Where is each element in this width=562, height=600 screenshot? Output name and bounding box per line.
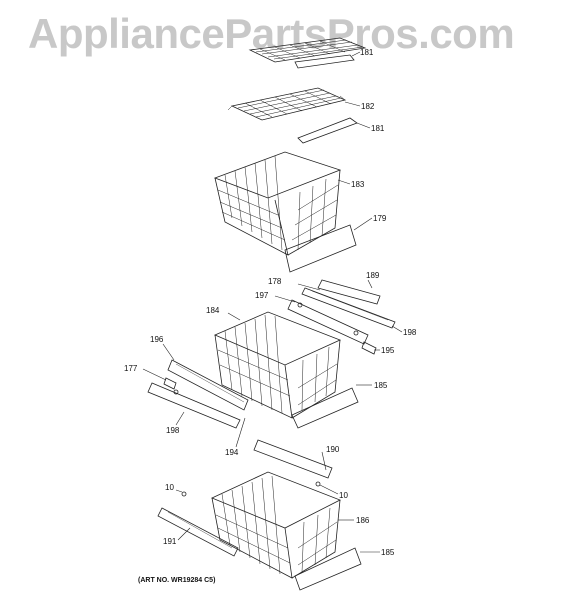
label-185-lower: 185: [381, 548, 395, 557]
slide-rail-191: [157, 507, 239, 557]
wire-basket-184: [213, 311, 342, 419]
upper-shelf-trim: [294, 54, 355, 69]
label-181: 181: [371, 124, 385, 133]
label-182: 182: [361, 102, 375, 111]
label-186: 186: [356, 516, 370, 525]
label-195: 195: [381, 346, 395, 355]
label-198-left: 198: [166, 426, 180, 435]
screw-10-left: [181, 491, 187, 497]
watermark-logo: AppliancePartsPros.com: [28, 10, 515, 57]
label-178: 178: [268, 277, 282, 286]
label-10-left: 10: [165, 483, 174, 492]
label-181-top: 181: [360, 48, 374, 57]
label-190: 190: [326, 445, 340, 454]
slide-rail-190: [253, 439, 333, 479]
label-10-right: 10: [339, 491, 348, 500]
wire-basket-183: [213, 151, 342, 256]
rail-clip-195: [361, 341, 377, 355]
wire-shelf-182: [227, 87, 347, 121]
label-185: 185: [374, 381, 388, 390]
upper-wire-shelf: [248, 37, 367, 63]
slide-rail-189: [317, 279, 381, 305]
shelf-trim-181: [297, 117, 358, 144]
basket-front-panel-185-lower: [294, 547, 362, 591]
slide-rail-198-left: [147, 382, 241, 429]
label-197: 197: [255, 291, 269, 300]
leader-lines: [142, 51, 403, 553]
slide-rail-178: [301, 287, 396, 329]
wire-basket-186: [211, 471, 341, 579]
screw-10-right: [315, 481, 321, 487]
label-196: 196: [150, 335, 164, 344]
label-183: 183: [351, 180, 365, 189]
label-189: 189: [366, 271, 380, 280]
basket-front-panel-185: [291, 387, 359, 429]
label-184: 184: [206, 306, 220, 315]
basket-front-panel-179: [284, 224, 357, 273]
label-177: 177: [124, 364, 138, 373]
rail-clip-177: [163, 377, 177, 390]
label-198-right: 198: [403, 328, 417, 337]
label-179: 179: [373, 214, 387, 223]
slide-rail-196: [167, 359, 249, 411]
slide-rail-198-right: [287, 299, 369, 345]
label-194: 194: [225, 448, 239, 457]
art-number: (ART NO. WR19284 C5): [138, 577, 216, 584]
label-191: 191: [163, 537, 177, 546]
